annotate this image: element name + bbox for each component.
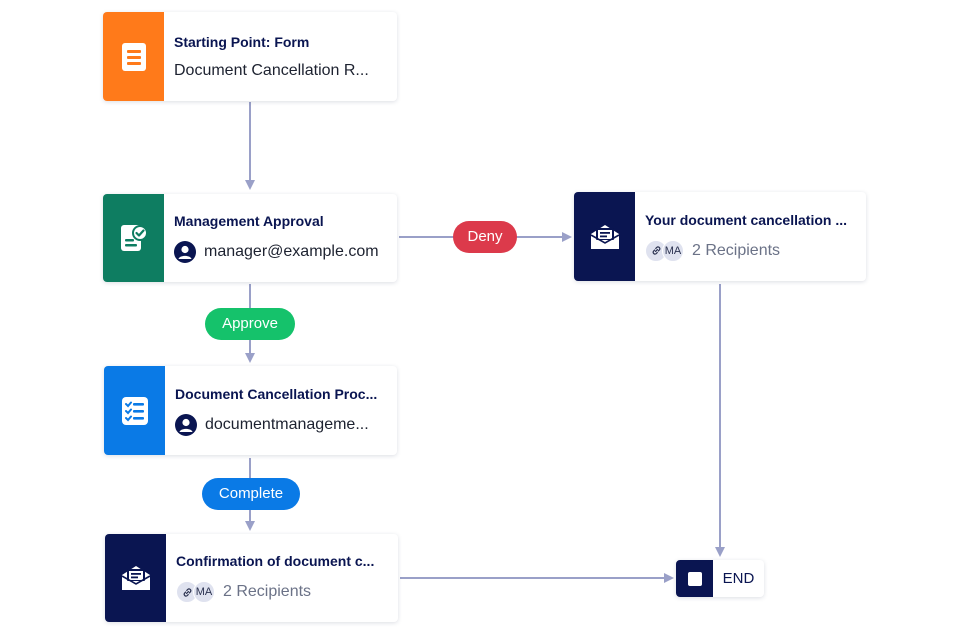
node-title: Confirmation of document c... (176, 553, 375, 569)
email-icon (121, 566, 150, 590)
node-assignee: documentmanageme... (175, 413, 385, 436)
task-list-icon (121, 396, 148, 425)
node-title: Management Approval (174, 213, 324, 229)
email-icon (590, 224, 619, 249)
node-confirmation-email[interactable]: Confirmation of document c... MA 2 Recip… (105, 534, 398, 622)
stop-icon (687, 571, 702, 586)
recipient-chips: MA (645, 239, 684, 262)
recipient-avatar: MA (193, 581, 215, 603)
node-starting-point-tile (103, 12, 164, 101)
edge-label-approve[interactable]: Approve (205, 308, 295, 340)
node-document-process-tile (104, 366, 165, 455)
node-end[interactable]: END (676, 560, 764, 597)
edge-label-deny[interactable]: Deny (453, 221, 517, 253)
end-label: END (722, 570, 755, 587)
node-title: Your document cancellation ... (645, 211, 847, 228)
node-title: Starting Point: Form (174, 33, 310, 50)
node-end-tile (676, 560, 713, 597)
node-subtitle: Document Cancellation R... (174, 62, 385, 80)
form-name: Document Cancellation R... (174, 61, 369, 79)
node-document-process[interactable]: Document Cancellation Proc... documentma… (104, 366, 397, 455)
edge-label-complete[interactable]: Complete (202, 478, 300, 510)
assignee-email: manager@example.com (204, 243, 379, 260)
node-confirmation-email-tile (105, 534, 166, 622)
recipients-count: 2 Recipients (692, 241, 781, 259)
node-recipients: MA 2 Recipients (645, 239, 854, 262)
recipient-chips: MA (176, 581, 215, 603)
user-icon (175, 413, 197, 436)
node-title: Document Cancellation Proc... (175, 385, 378, 402)
recipients-count: 2 Recipients (223, 583, 312, 600)
approval-icon (120, 225, 148, 251)
node-management-approval[interactable]: Management Approval manager@example.com (103, 194, 397, 282)
node-assignee: manager@example.com (174, 241, 385, 263)
node-management-approval-tile (103, 194, 164, 282)
node-denied-email-tile (574, 192, 635, 281)
recipient-avatar: MA (662, 239, 684, 262)
node-denied-email[interactable]: Your document cancellation ... MA 2 Reci… (574, 192, 866, 281)
user-icon (174, 241, 196, 263)
node-starting-point[interactable]: Starting Point: Form Document Cancellati… (103, 12, 397, 101)
node-recipients: MA 2 Recipients (176, 581, 386, 603)
form-icon (121, 42, 146, 71)
assignee-email: documentmanageme... (205, 415, 369, 433)
